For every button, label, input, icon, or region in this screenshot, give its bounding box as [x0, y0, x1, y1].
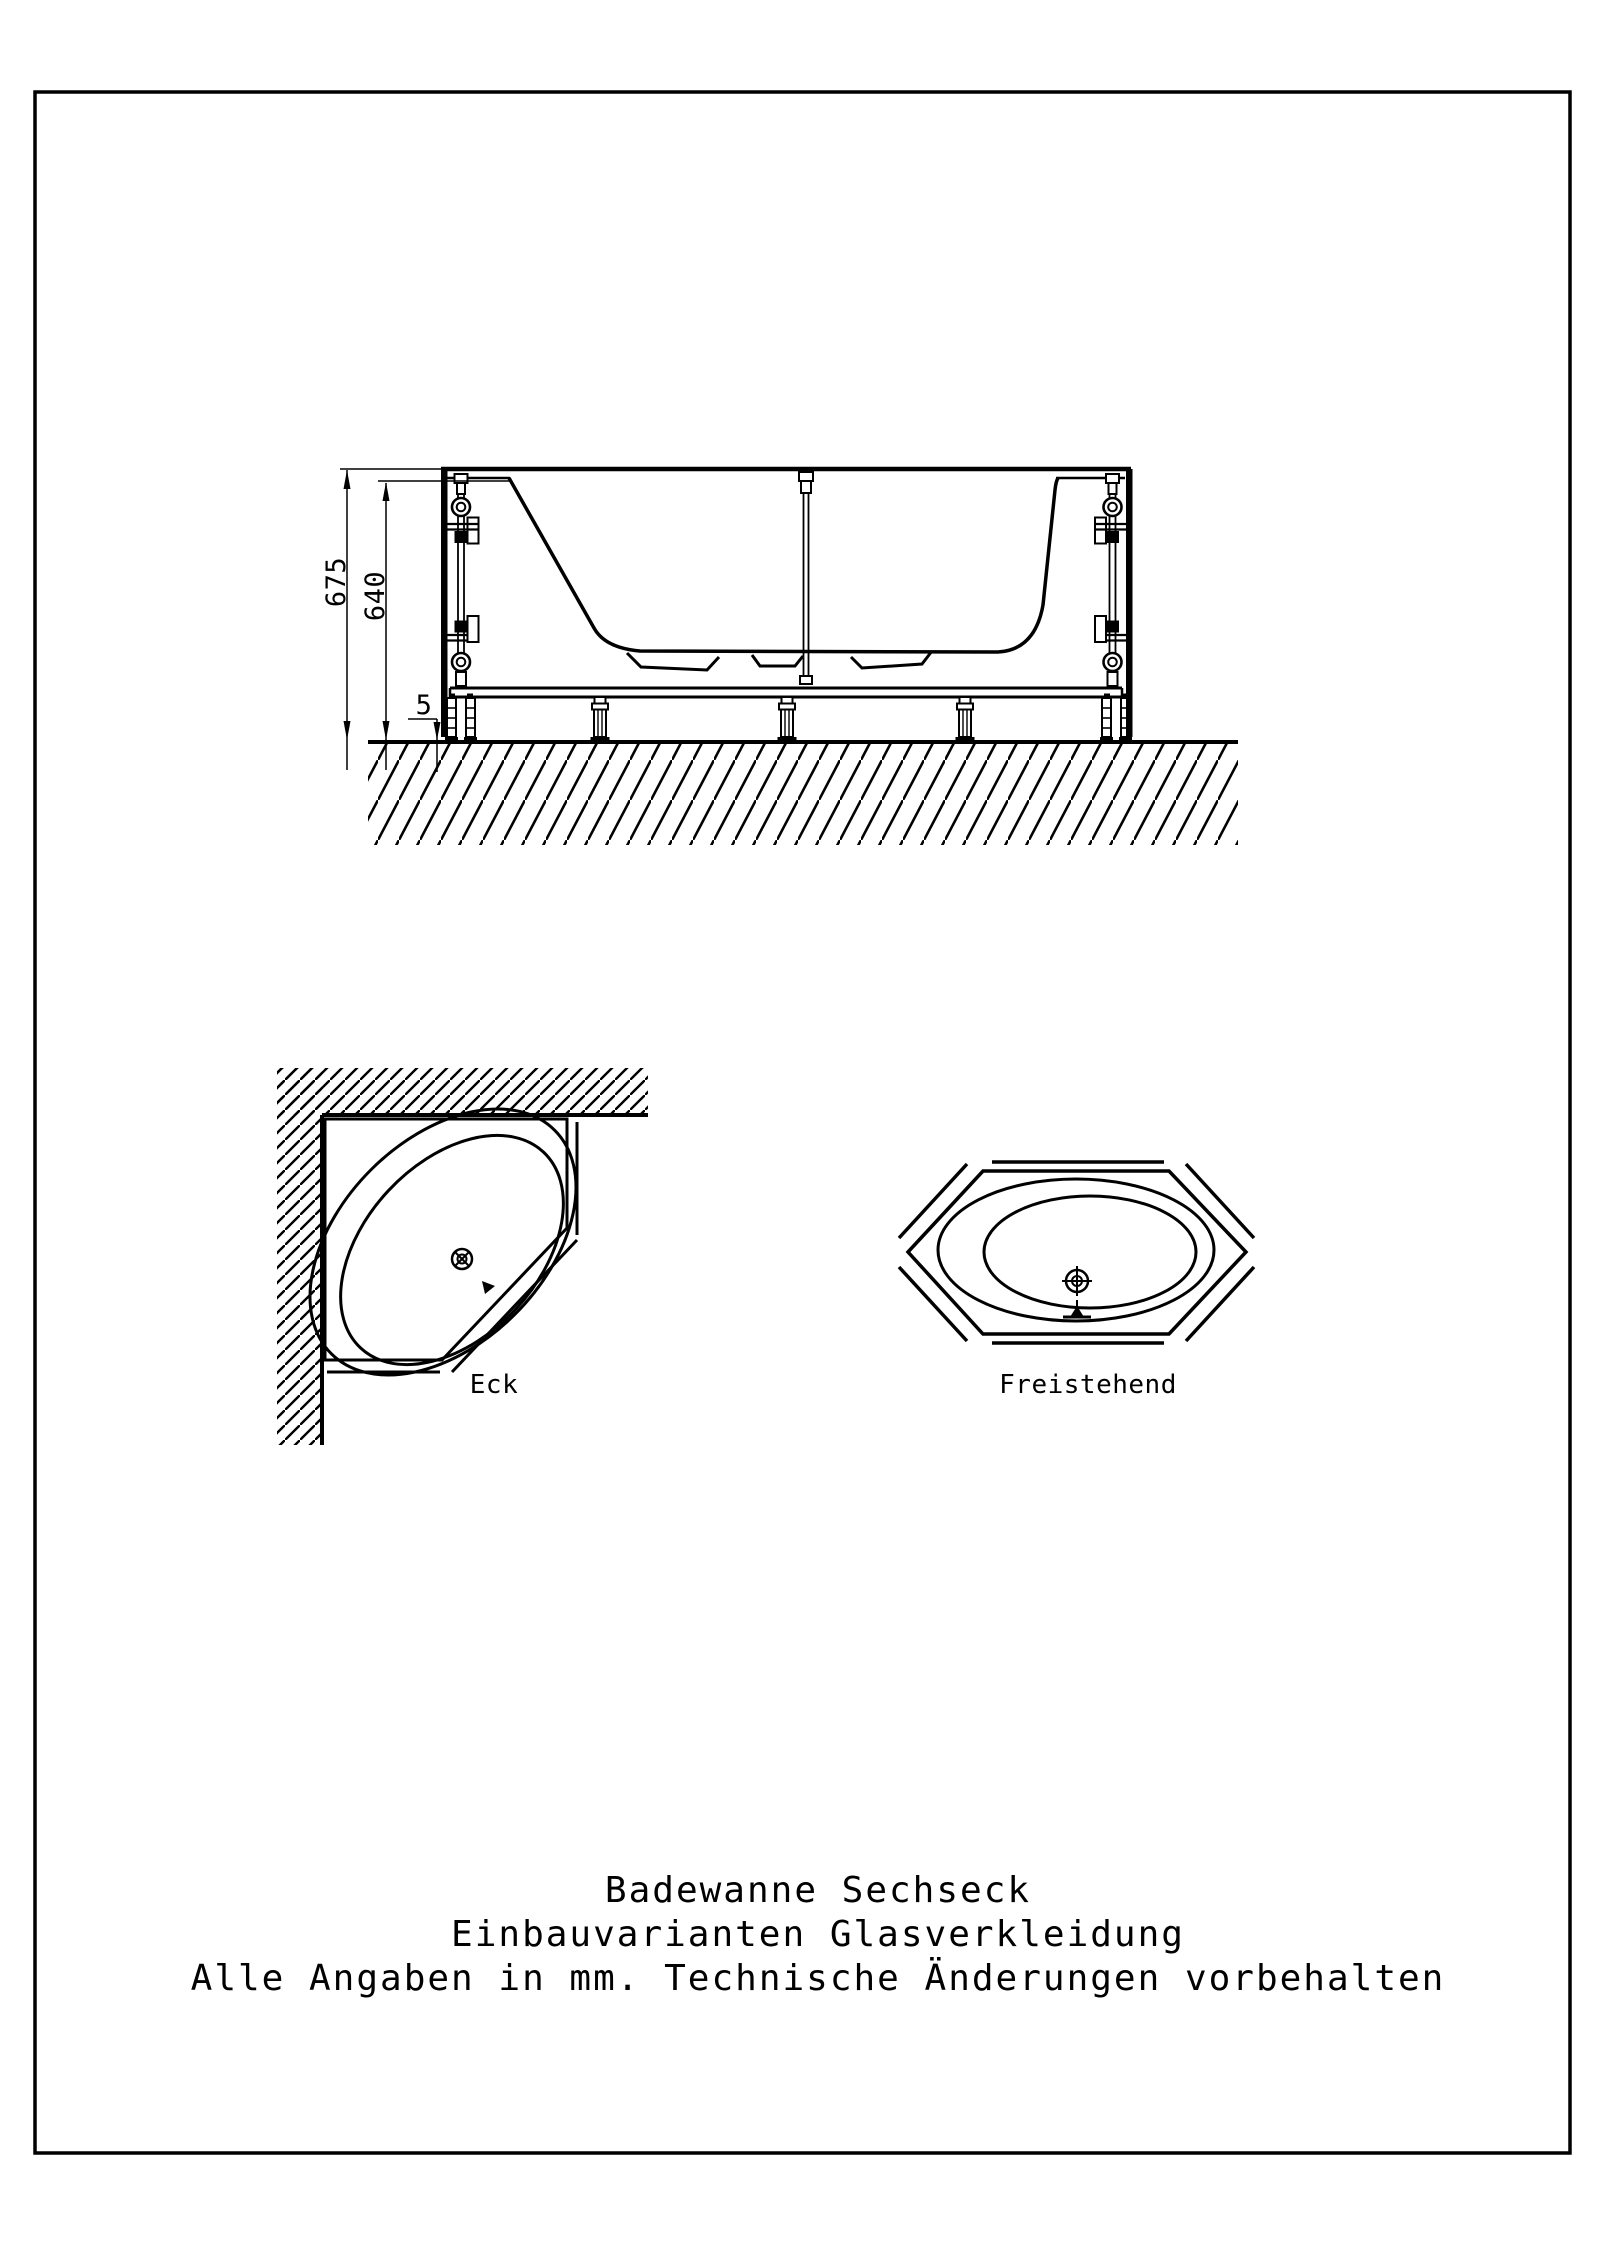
adjustable-leg: [954, 696, 976, 743]
overflow-marker: [482, 1281, 495, 1294]
adjustable-leg: [776, 696, 798, 743]
corner-tub-outline: [323, 1117, 569, 1362]
title-line-3: Alle Angaben in mm. Technische Änderunge…: [191, 1957, 1446, 1999]
wall-hatch-top: [277, 1068, 648, 1115]
basin-pad: [849, 650, 934, 670]
drain-icon: [450, 1247, 474, 1271]
glass-panel-lower-right: [1184, 1265, 1256, 1343]
ground-hatch: [368, 744, 1238, 845]
overflow-marker: [1063, 1300, 1091, 1319]
hexagon-tub-rim-outer: [936, 1177, 1216, 1323]
corner-variant-label: Eck: [470, 1370, 518, 1400]
freestanding-variant-label: Freistehend: [999, 1370, 1177, 1400]
title-line-1: Badewanne Sechseck: [605, 1870, 1031, 1911]
glass-panel-upper-left: [897, 1162, 969, 1240]
dim-text-5: 5: [416, 690, 433, 721]
dimension-5: 5: [408, 690, 441, 772]
corner-tub-rim-outer: [308, 1107, 578, 1377]
dim-text-675: 675: [321, 557, 352, 607]
title-block: Badewanne Sechseck Einbauvarianten Glasv…: [191, 1870, 1446, 1999]
elevation-section-view: 675 640 5: [321, 466, 1238, 845]
base-frame-rail: [448, 686, 1124, 699]
wall-hatch-left: [277, 1068, 322, 1445]
basin-pad: [750, 654, 805, 668]
tub-basin-profile: [507, 477, 1060, 654]
adjustable-leg: [589, 696, 611, 743]
hexagon-tub-rim-inner: [982, 1194, 1198, 1310]
hexagon-tub-outline: [905, 1169, 1249, 1336]
drain-icon: [1062, 1266, 1092, 1296]
basin-pad: [625, 651, 721, 672]
title-line-2: Einbauvarianten Glasverkleidung: [451, 1914, 1185, 1955]
glass-panel-lower-left: [897, 1265, 969, 1343]
dimension-640: 640: [360, 480, 511, 770]
corner-tub-rim-inner: [339, 1133, 565, 1367]
dimension-675: 675: [321, 468, 441, 770]
center-support-rod: [798, 471, 814, 685]
adjustable-leg-left: [444, 692, 478, 744]
corner-variant-drawing: Eck: [277, 1068, 648, 1445]
page-border: [33, 90, 1572, 2155]
glass-panel-upper-right: [1184, 1162, 1256, 1240]
dim-text-640: 640: [360, 571, 391, 621]
freestanding-variant-drawing: Freistehend: [897, 1160, 1256, 1400]
